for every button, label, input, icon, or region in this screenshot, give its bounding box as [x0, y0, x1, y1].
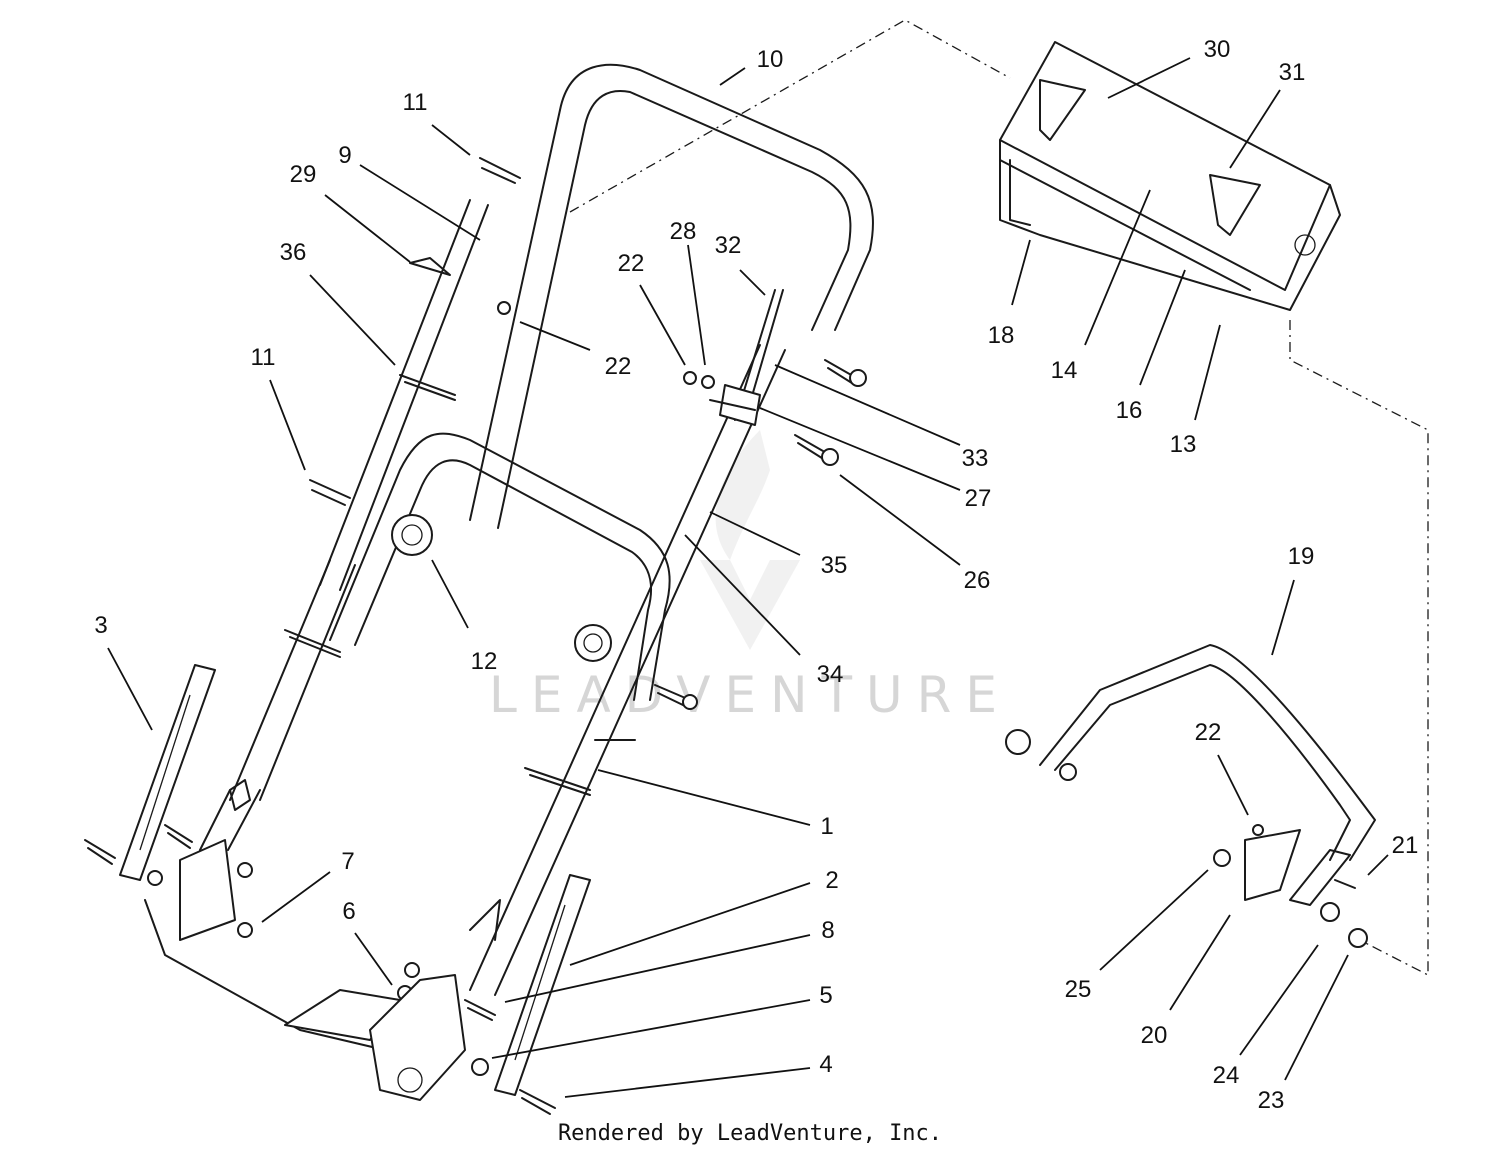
callout-32: 32	[715, 232, 742, 259]
callout-22-handle: 22	[605, 353, 632, 380]
callout-23: 23	[1258, 1087, 1285, 1114]
callout-10: 10	[757, 46, 784, 73]
callout-4: 4	[819, 1051, 832, 1078]
callout-1: 1	[820, 813, 833, 840]
assembly-guide-lines	[569, 19, 1429, 977]
callout-18: 18	[988, 322, 1015, 349]
callout-29: 29	[290, 161, 317, 188]
callout-2: 2	[825, 867, 838, 894]
watermark-text: LEADVENTURE	[489, 666, 1011, 724]
callout-11-upper: 11	[403, 89, 428, 116]
callout-14: 14	[1051, 357, 1078, 384]
left-handle-tube	[199, 199, 489, 851]
callout-5: 5	[819, 982, 832, 1009]
callout-36: 36	[280, 239, 307, 266]
bolts	[84, 157, 867, 1115]
callout-13: 13	[1170, 431, 1197, 458]
watermark-logo	[700, 430, 800, 650]
callout-12: 12	[471, 648, 498, 675]
callout-labels: 10 11 9 29 36 22 22 28 32 11 33 27 26 35…	[94, 36, 1418, 1114]
operator-bail	[1005, 644, 1376, 948]
nuts-and-washers	[147, 301, 715, 1076]
callout-19: 19	[1288, 543, 1315, 570]
callout-16: 16	[1116, 397, 1143, 424]
lower-handle	[329, 432, 671, 701]
control-panel	[999, 41, 1341, 311]
callout-24: 24	[1213, 1062, 1240, 1089]
cable-guides	[284, 257, 591, 796]
callout-22-bail: 22	[1195, 719, 1222, 746]
callout-31: 31	[1279, 59, 1306, 86]
callout-21: 21	[1392, 832, 1419, 859]
callout-25: 25	[1065, 976, 1092, 1003]
leader-lines	[107, 57, 1389, 1098]
cable-clamp	[709, 289, 784, 426]
callout-22-clamp: 22	[618, 250, 645, 277]
callout-9: 9	[338, 142, 351, 169]
callout-26: 26	[964, 567, 991, 594]
right-handle-tube	[469, 344, 786, 996]
deck-and-brackets	[144, 839, 466, 1101]
callout-28: 28	[670, 218, 697, 245]
height-brackets	[119, 664, 591, 1096]
callout-34: 34	[817, 661, 844, 688]
callout-11-lower: 11	[251, 344, 276, 371]
handle-knobs	[391, 514, 612, 662]
callout-6: 6	[342, 898, 355, 925]
upper-handle	[469, 63, 874, 529]
callout-8: 8	[821, 917, 834, 944]
callout-7: 7	[341, 848, 354, 875]
callout-33: 33	[962, 445, 989, 472]
callout-30: 30	[1204, 36, 1231, 63]
callout-20: 20	[1141, 1022, 1168, 1049]
footer-credit: Rendered by LeadVenture, Inc.	[558, 1121, 942, 1146]
callout-35: 35	[821, 552, 848, 579]
callout-3: 3	[94, 612, 107, 639]
callout-27: 27	[965, 485, 992, 512]
